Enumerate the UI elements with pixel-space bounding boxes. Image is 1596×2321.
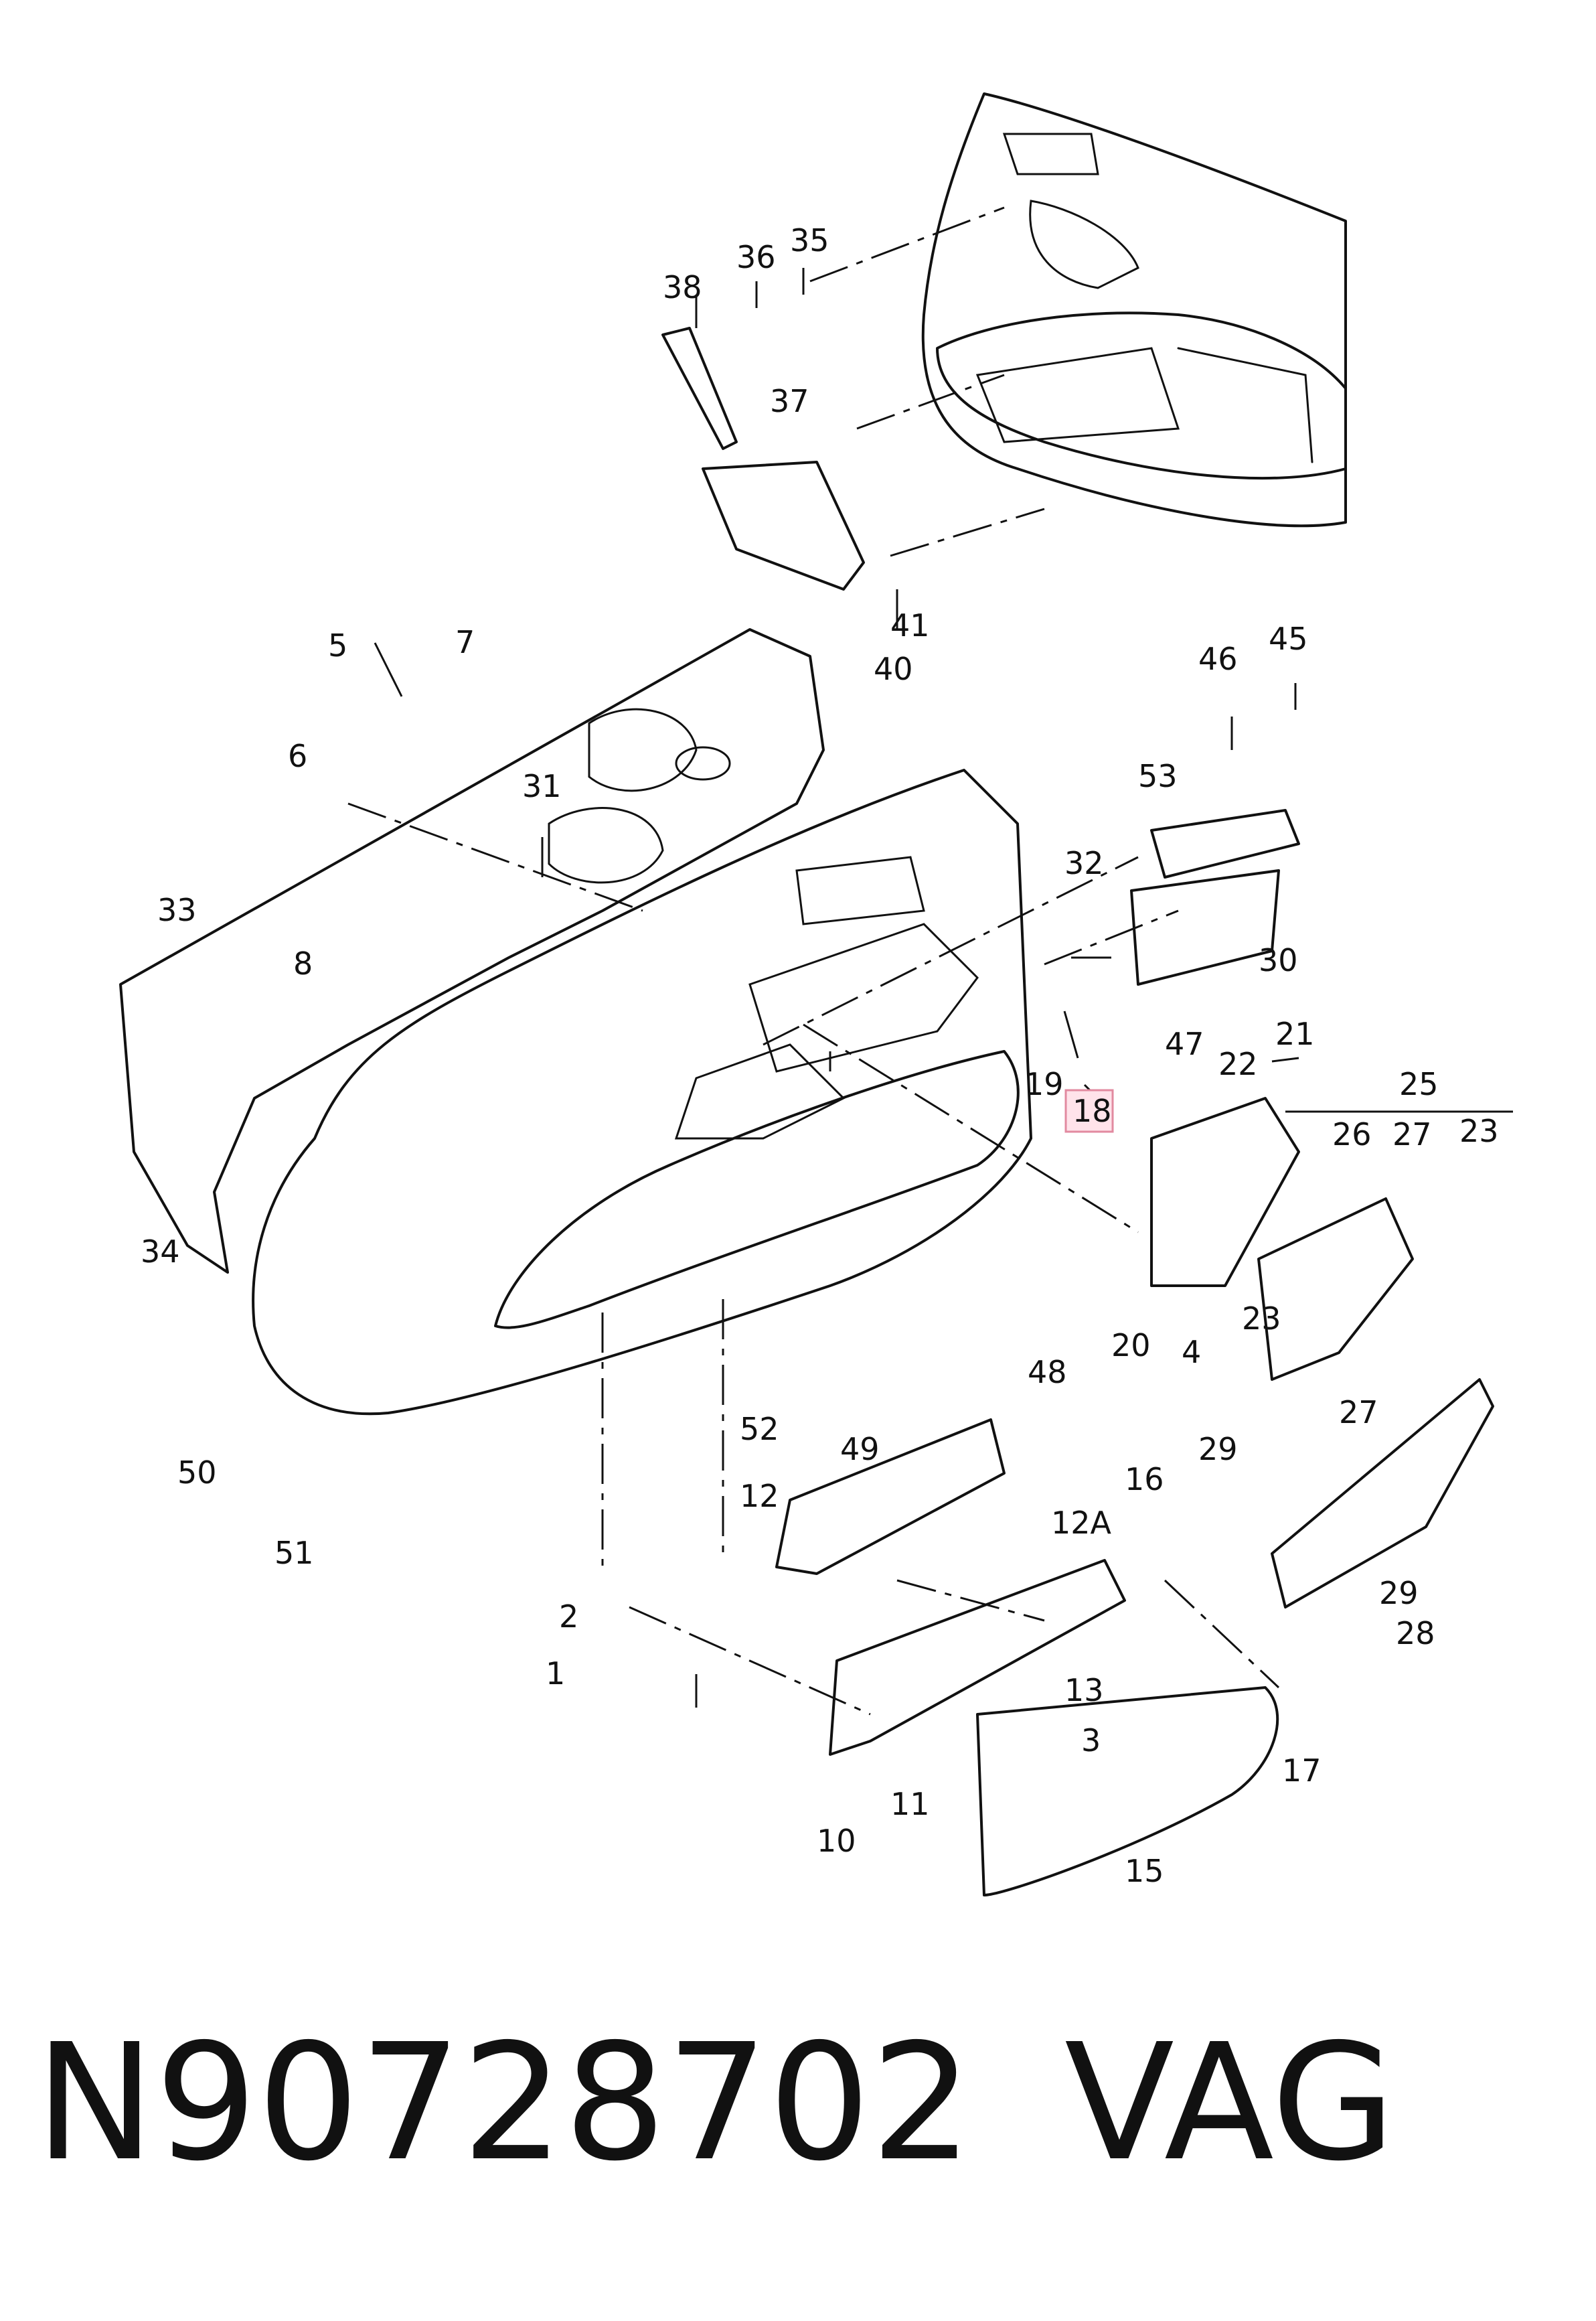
callout-30: 30 [1259,942,1298,978]
callout-41: 41 [890,607,930,644]
callout-1: 1 [546,1655,565,1692]
callout-labels: 38 36 35 37 41 40 5 7 6 31 33 8 34 50 51… [141,222,1499,1889]
switch-bezel [775,1418,1006,1575]
side-strip [661,327,738,450]
callout-27: 27 [1392,1116,1432,1152]
grab-handle-trim [1271,1378,1494,1608]
callout-6: 6 [288,738,307,774]
callout-31: 31 [522,768,562,804]
callout-23a: 23 [1459,1113,1499,1149]
door-trim-panel-illustration [252,769,1032,1416]
leader-lines [374,268,1513,1708]
callout-19: 19 [1024,1066,1064,1102]
callout-20: 20 [1111,1327,1151,1363]
callout-15: 15 [1125,1853,1164,1889]
callout-23b: 23 [1242,1300,1281,1337]
callout-46: 46 [1198,641,1238,677]
callout-7: 7 [455,624,475,660]
callout-16: 16 [1125,1461,1164,1497]
callout-29a: 29 [1198,1431,1238,1467]
callout-5: 5 [328,627,347,664]
callout-36: 36 [736,239,776,275]
callout-34: 34 [141,1233,180,1270]
callout-28: 28 [1396,1615,1435,1651]
callout-22: 22 [1218,1046,1258,1082]
callout-52: 52 [740,1411,779,1447]
door-pocket [976,1686,1279,1896]
callout-38: 38 [663,269,702,305]
callout-51: 51 [274,1535,314,1571]
callout-21: 21 [1275,1016,1315,1052]
assembly-lines [347,206,1280,1716]
callout-27b: 27 [1339,1394,1378,1430]
callout-48: 48 [1028,1354,1067,1390]
callout-35: 35 [790,222,829,258]
callout-50: 50 [177,1454,217,1491]
callout-11: 11 [890,1786,930,1822]
callout-25: 25 [1399,1066,1439,1102]
insulation-sheet-illustration [119,628,825,1274]
callout-18: 18 [1072,1093,1112,1129]
armrest-bracket [829,1559,1126,1756]
callout-3: 3 [1081,1722,1101,1758]
callout-29b: 29 [1379,1575,1419,1611]
door-handle-housing [1150,809,1300,879]
callout-26: 26 [1332,1116,1372,1152]
callout-4: 4 [1182,1334,1201,1370]
callout-37: 37 [770,383,809,419]
callout-2: 2 [559,1598,578,1635]
handle-trim [1257,1197,1414,1381]
callout-18-highlight [1064,1089,1114,1133]
callout-47: 47 [1165,1026,1204,1062]
callout-49: 49 [840,1431,880,1467]
door-body-illustration [921,92,1347,528]
lower-parts-illustration [661,327,1494,1896]
speaker-cover [1130,869,1280,986]
callout-12: 12 [740,1478,779,1514]
callout-8: 8 [293,946,313,982]
callout-32: 32 [1064,845,1104,881]
callout-17: 17 [1282,1752,1322,1789]
part-number-caption: N90728702 [35,2009,973,2196]
callout-45: 45 [1269,621,1308,657]
callout-33: 33 [157,892,197,928]
callout-13: 13 [1064,1672,1104,1708]
callout-12A: 12A [1051,1505,1112,1541]
callout-53: 53 [1138,758,1178,794]
callout-40: 40 [874,651,913,687]
window-frame-trim [702,461,865,591]
lock-mechanism [1150,1097,1300,1287]
brand-caption: VAG [1064,2009,1396,2196]
callout-10: 10 [817,1823,856,1859]
